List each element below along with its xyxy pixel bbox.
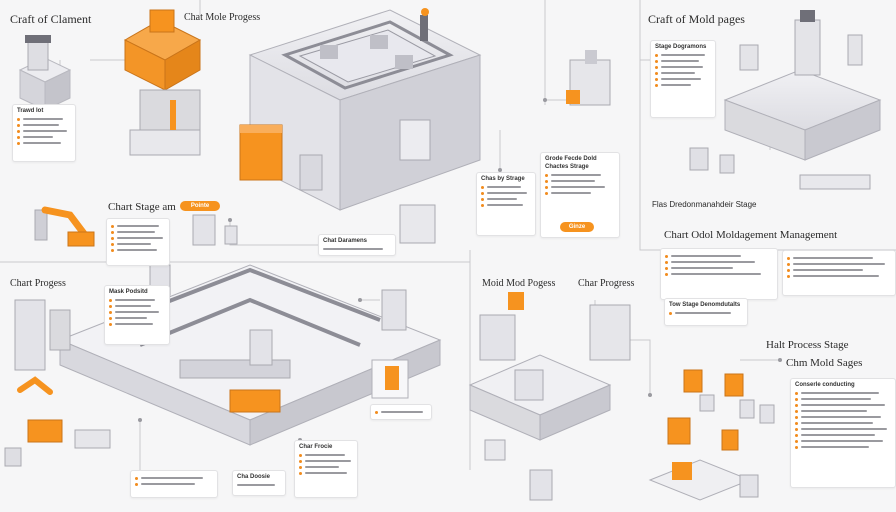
card-title: Chas by Strage [481, 176, 525, 182]
card-subtitle: Chactes Strage [545, 164, 589, 170]
machine-top-mid [566, 50, 611, 106]
card-mold-management-left [660, 248, 778, 300]
card-bottom-left [130, 470, 218, 498]
card-title: Conserle conducting [795, 382, 855, 388]
card-title: Stage Dogramons [655, 44, 707, 50]
card-mask-note [370, 404, 432, 420]
card-conventional: Conserle conducting [790, 378, 896, 488]
card-chart-stage [106, 218, 170, 266]
card-title: Trawd Iot [17, 108, 44, 114]
robot-cell-topright [689, 10, 882, 190]
heading-chart-progress: Chart Progess [10, 278, 66, 289]
card-tool-list: Trawd Iot [12, 104, 76, 162]
central-factory [239, 8, 482, 211]
heading-chm-mold-stages: Chm Mold Sages [786, 357, 863, 369]
cell-center-right [468, 292, 631, 501]
machine-topleft [18, 35, 72, 111]
stage-pill-button[interactable]: Ginze [560, 222, 594, 232]
card-char: Char Frocie [294, 440, 358, 498]
card-title: Chat Daramens [323, 238, 368, 244]
heading-chat-mole-progress: Chat Mole Progess [184, 12, 261, 23]
card-mold-management-right [782, 250, 896, 296]
orange-press [123, 9, 202, 156]
robot-field-right [648, 369, 775, 501]
card-title: Grode Fecde Dold [545, 156, 597, 162]
dev-stage-label: Flas Dredonmanahdeir Stage [652, 200, 757, 209]
heading-craft-mold-pages: Craft of Mold pages [648, 12, 745, 26]
card-bottom-note: Chat Daramens [318, 234, 396, 256]
robot-arm-left [34, 206, 95, 247]
heading-mold-progress: Moid Mod Pogess [482, 278, 556, 289]
heading-chart-mold-management: Chart Odol Moldagement Management [664, 229, 838, 241]
card-title: Tow Stage Denomdutalts [669, 302, 741, 308]
card-title: Mask Podsitd [109, 289, 148, 295]
heading-chart-stage: Chart Stage am [108, 201, 176, 213]
cell-mid-left [192, 204, 436, 246]
card-title: Cha Doosie [237, 474, 271, 480]
heading-halt-process-stage: Halt Process Stage [766, 339, 849, 351]
card-mask-list: Mask Podsitd [104, 285, 170, 345]
heading-craft-element: Craft of Clament [10, 12, 92, 26]
card-c: Cha Doosie [232, 470, 286, 496]
card-tow-stage: Tow Stage Denomdutalts [664, 298, 748, 326]
card-title: Char Frocie [299, 444, 333, 450]
card-mid-left: Chas by Strage [476, 172, 536, 236]
heading-char-progress: Char Progress [578, 278, 635, 289]
chart-stage-pill[interactable]: Pointe [180, 201, 220, 211]
cell-bottom-center [371, 289, 409, 399]
card-stage-right: Stage Dogramons [650, 40, 716, 118]
